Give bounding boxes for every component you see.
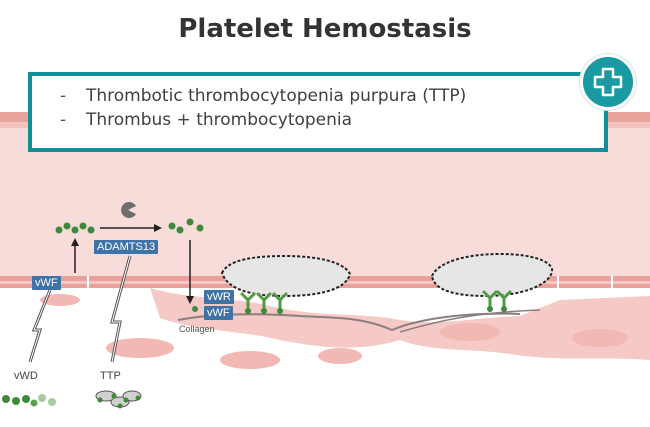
vwf-tag-left: vWF	[32, 276, 61, 290]
ttp-label: TTP	[100, 370, 121, 382]
note-item-thrombus: -Thrombus + thrombocytopenia	[60, 108, 604, 132]
vwr-tag: vWR	[204, 290, 234, 304]
vwf-tag-right: vWF	[204, 306, 233, 320]
collagen-fiber	[177, 312, 521, 332]
medical-cross-icon	[593, 67, 623, 97]
activated-platelet-right	[430, 252, 554, 298]
vwd-label: vWD	[14, 370, 38, 382]
adamts13-tag: ADAMTS13	[94, 240, 159, 254]
ttp-microthrombi	[95, 390, 142, 409]
adamts13-enzyme-icon	[121, 201, 136, 218]
collagen-label: Collagen	[179, 324, 215, 334]
note-item-ttp: -Thrombotic thrombocytopenia purpura (TT…	[60, 84, 604, 108]
vwf-multimer-large	[55, 222, 95, 234]
vwd-platelets	[2, 394, 56, 407]
page-title: Platelet Hemostasis	[178, 14, 472, 44]
note-card: -Thrombotic thrombocytopenia purpura (TT…	[28, 72, 608, 152]
vwf-multimer-cleaved	[168, 218, 204, 234]
subendothelium-tissue	[150, 288, 650, 360]
badge	[580, 54, 636, 110]
inhibition-bolts-outline	[29, 255, 131, 363]
gpib-receptor-dots	[245, 306, 507, 314]
tissue-cells	[40, 294, 628, 369]
activated-platelet-left	[220, 254, 352, 298]
vwf-bound-dots	[192, 306, 198, 312]
note-bullet: -	[60, 86, 67, 106]
collagen-fiber-right	[399, 309, 541, 333]
note-text: Thrombotic thrombocytopenia purpura (TTP…	[86, 86, 467, 106]
pathway-arrows	[71, 224, 194, 304]
note-text: Thrombus + thrombocytopenia	[86, 110, 353, 130]
note-bullet: -	[60, 110, 67, 130]
note-list: -Thrombotic thrombocytopenia purpura (TT…	[32, 76, 604, 132]
